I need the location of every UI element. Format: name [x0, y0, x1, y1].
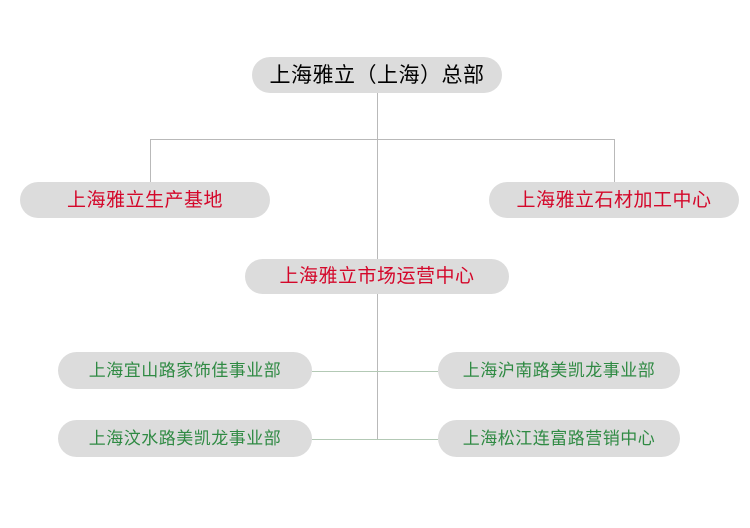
- connector-bus-to-stone-center: [614, 139, 615, 182]
- node-yishan-road-division[interactable]: 上海宜山路家饰佳事业部: [58, 352, 312, 389]
- node-headquarters[interactable]: 上海雅立（上海）总部: [252, 57, 502, 93]
- connector-market-center-spine: [377, 294, 378, 440]
- node-market-operations-center[interactable]: 上海雅立市场运营中心: [245, 259, 509, 294]
- connector-branch-left-row2: [312, 439, 378, 440]
- node-hunan-road-division[interactable]: 上海沪南路美凯龙事业部: [438, 352, 680, 389]
- connector-bus-to-production-base: [150, 139, 151, 182]
- connector-branch-right-row1: [377, 371, 438, 372]
- connector-hq-to-bus: [377, 92, 378, 140]
- node-stone-processing-center[interactable]: 上海雅立石材加工中心: [489, 182, 739, 218]
- connector-level2-bus: [150, 139, 615, 140]
- connector-branch-right-row2: [377, 439, 438, 440]
- node-wenshui-road-division[interactable]: 上海汶水路美凯龙事业部: [58, 420, 312, 457]
- node-production-base[interactable]: 上海雅立生产基地: [20, 182, 270, 218]
- node-songjiang-lianfu-road-center[interactable]: 上海松江连富路营销中心: [438, 420, 680, 457]
- connector-bus-to-market-center: [377, 139, 378, 259]
- connector-branch-left-row1: [312, 371, 378, 372]
